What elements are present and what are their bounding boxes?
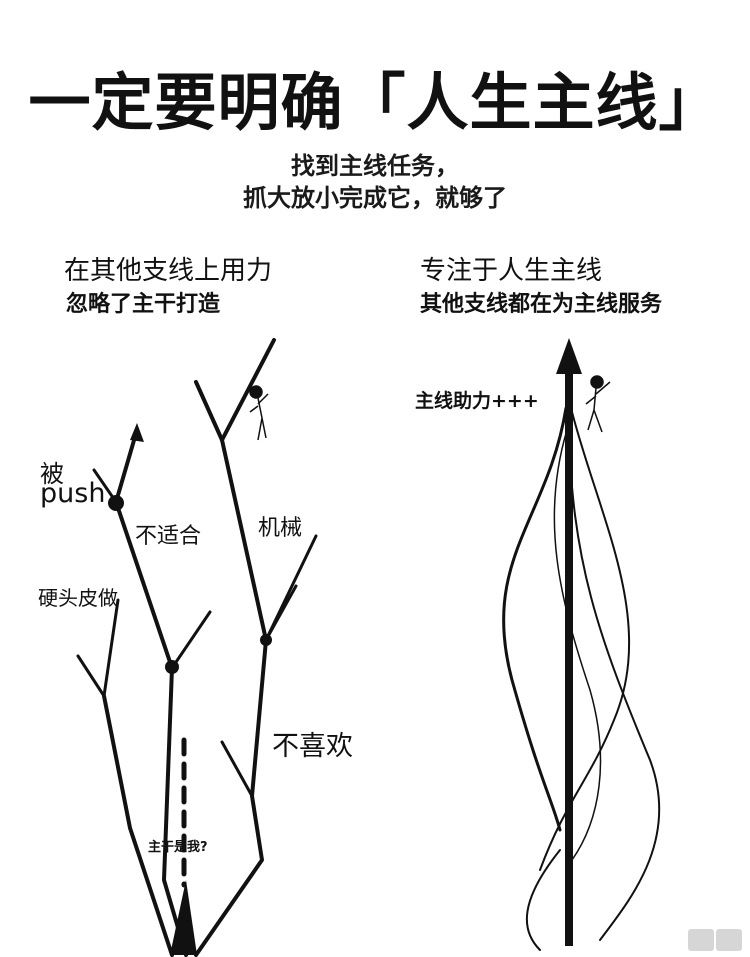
left-node-fork xyxy=(165,660,179,674)
label-trunk-question: 主干是我? xyxy=(148,840,208,855)
right-main-shaft xyxy=(565,366,573,946)
left-subheading: 忽略了主干打造 xyxy=(66,292,221,317)
left-outer-fork xyxy=(220,338,276,442)
left-branch-main xyxy=(102,694,174,957)
support-curve-2 xyxy=(539,411,631,871)
watermark xyxy=(688,929,742,951)
left-branch-right-upper xyxy=(114,428,188,957)
left-heading: 在其他支线上用力 xyxy=(64,256,273,286)
support-curve-5 xyxy=(553,429,602,861)
subtitle-line-2: 抓大放小完成它，就够了 xyxy=(243,184,507,212)
label-mainline-boost: 主线助力+++ xyxy=(415,390,539,412)
support-curve-1 xyxy=(502,406,568,832)
watermark-mark-icon xyxy=(716,929,742,951)
subtitle-line-1: 找到主线任务， xyxy=(291,152,459,180)
left-node-outer xyxy=(260,634,272,646)
label-unsuitable: 不适合 xyxy=(135,524,202,549)
label-mechanical: 机械 xyxy=(258,516,303,541)
page-title: 一定要明确「人生主线」 xyxy=(28,66,722,139)
label-pushed-line-2: push xyxy=(40,478,106,509)
label-dislike: 不喜欢 xyxy=(272,731,353,762)
left-node-push xyxy=(108,495,124,511)
support-curves xyxy=(502,406,661,951)
left-outer-branch-c xyxy=(220,740,254,798)
watermark-mark-icon xyxy=(688,929,714,951)
support-curve-3 xyxy=(568,419,661,941)
right-subheading: 其他支线都在为主线服务 xyxy=(420,292,663,317)
right-arrow-head-icon xyxy=(556,338,582,374)
label-stubborn: 硬头皮做 xyxy=(38,586,118,610)
left-arrow-head-icon xyxy=(130,423,144,442)
label-pushed-line-1: 被 xyxy=(40,460,64,488)
stick-figure-left-icon xyxy=(249,385,269,441)
support-curve-4 xyxy=(525,849,561,951)
left-branch-small-2 xyxy=(102,598,120,698)
left-outer-trunk xyxy=(194,380,268,957)
stick-figure-right-icon xyxy=(585,375,611,433)
left-outer-branch-b xyxy=(264,584,298,642)
left-trunk-base xyxy=(170,880,197,955)
right-heading: 专注于人生主线 xyxy=(420,256,603,286)
left-branch-small-3 xyxy=(170,610,212,670)
left-branch-small-1 xyxy=(76,654,106,698)
